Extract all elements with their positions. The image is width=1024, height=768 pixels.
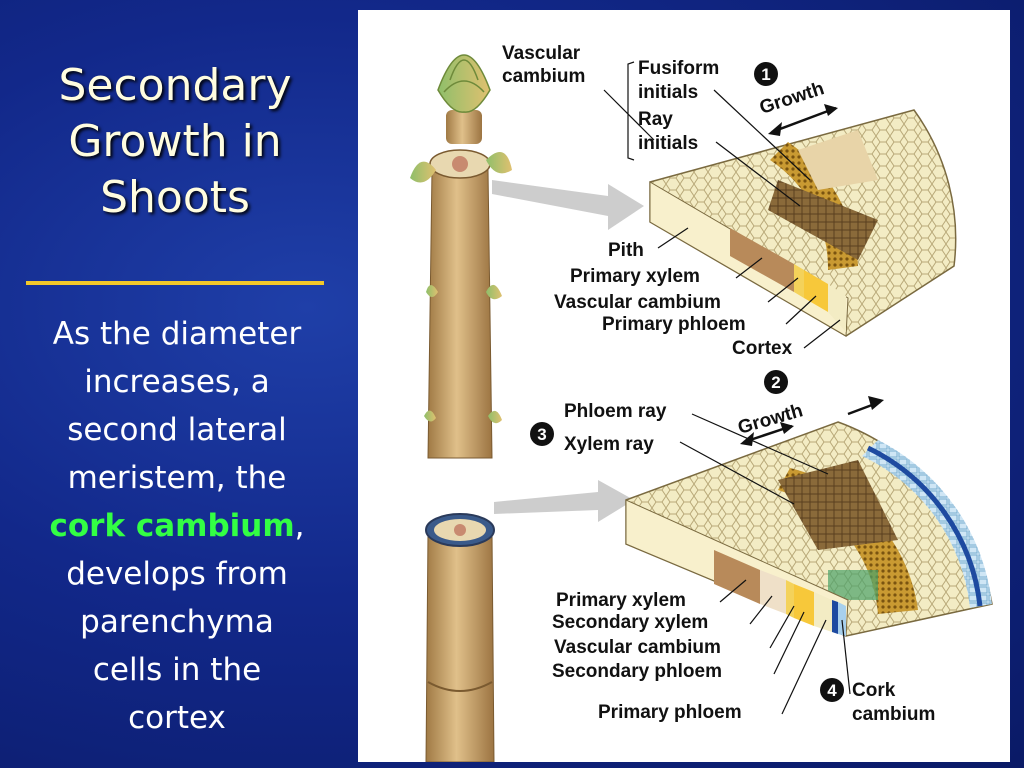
label-primary-phloem-top: Primary phloem — [602, 314, 746, 335]
body-line-8: cells in the — [92, 652, 262, 688]
label-cortex: Cortex — [732, 338, 793, 359]
pointer-arrow-top — [492, 180, 644, 230]
slide-body: As the diameter increases, a second late… — [18, 310, 336, 742]
body-line-5: cork cambium, — [18, 502, 336, 550]
label-cork-cambium-1: Cork — [852, 680, 896, 701]
label-ray-initials-2: initials — [638, 133, 698, 154]
growth-arrows — [740, 104, 884, 446]
title-line-1: Secondary — [58, 60, 292, 111]
body-line-3: second lateral — [67, 412, 287, 448]
young-stem — [410, 149, 512, 459]
diagram-panel: Vascular cambium Fusiform initials Ray i… — [358, 10, 1010, 762]
badge-3-text: 3 — [537, 425, 546, 444]
cork-cambium-highlight: cork cambium — [49, 508, 295, 544]
older-stem — [425, 513, 495, 762]
label-vascular-cambium-2: cambium — [502, 66, 585, 87]
pointer-arrow-bottom — [494, 480, 634, 522]
body-line-6: develops from — [66, 556, 288, 592]
label-fusiform-initials-2: initials — [638, 82, 698, 103]
label-vascular-cambium-top: Vascular cambium — [554, 292, 721, 313]
secondary-growth-section — [625, 421, 993, 637]
body-comma: , — [294, 508, 305, 544]
label-cork-cambium-2: cambium — [852, 704, 935, 725]
leader-lines — [603, 61, 851, 715]
label-fusiform-initials-1: Fusiform — [638, 58, 719, 79]
label-ray-initials-1: Ray — [638, 109, 673, 130]
label-vascular-cambium-bottom: Vascular cambium — [554, 637, 721, 658]
secondary-growth-diagram: Vascular cambium Fusiform initials Ray i… — [410, 43, 993, 762]
body-line-4: meristem, the — [67, 460, 287, 496]
badge-4-text: 4 — [827, 681, 837, 700]
badge-1: 1 — [754, 62, 778, 86]
label-primary-xylem-bottom: Primary xylem — [556, 590, 686, 611]
primary-growth-section — [649, 109, 957, 337]
label-phloem-ray: Phloem ray — [564, 401, 667, 422]
badge-1-text: 1 — [761, 65, 770, 84]
body-line-2: increases, a — [84, 364, 270, 400]
label-secondary-phloem: Secondary phloem — [552, 661, 722, 682]
stem-illustration — [410, 54, 644, 762]
badge-2: 2 — [764, 370, 788, 394]
title-line-2: Growth in — [68, 116, 282, 167]
body-line-1: As the diameter — [52, 316, 302, 352]
label-primary-phloem-bottom: Primary phloem — [598, 702, 742, 723]
label-secondary-xylem: Secondary xylem — [552, 612, 708, 633]
label-vascular-cambium-1: Vascular — [502, 43, 581, 64]
terminal-bud — [437, 54, 491, 144]
badge-4: 4 — [820, 678, 844, 702]
slide-title: Secondary Growth in Shoots — [12, 58, 338, 226]
label-primary-xylem-top: Primary xylem — [570, 266, 700, 287]
body-line-7: parenchyma — [80, 604, 274, 640]
badge-3: 3 — [530, 422, 554, 446]
title-line-3: Shoots — [100, 172, 250, 223]
label-xylem-ray: Xylem ray — [564, 434, 654, 455]
badge-2-text: 2 — [771, 373, 780, 392]
title-divider — [26, 281, 324, 285]
body-line-9: cortex — [128, 700, 226, 736]
label-pith: Pith — [608, 240, 644, 261]
